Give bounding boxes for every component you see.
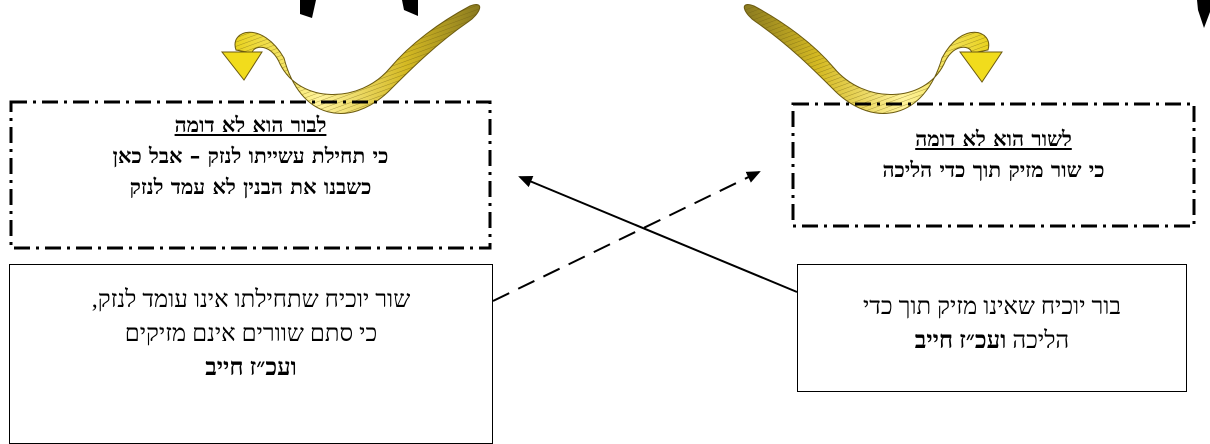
bottom-left-proof-box: שור יוכיח שתחילתו אינו עומד לנזק, כי סתם… (9, 264, 493, 444)
swirl-arrow-right-icon (743, 4, 1003, 114)
left-box-line-1: כי תחילת עשייתו לנזק – אבל כאן (112, 143, 389, 168)
bottom-left-line-1: שור יוכיח שתחילתו אינו עומד לנזק, (91, 287, 411, 313)
bottom-right-line-2-bold: ועכ״ז חייב (914, 328, 1007, 354)
bottom-right-proof-box: בור יוכיח שאינו מזיק תוך כדי הליכה ועכ״ז… (797, 264, 1187, 392)
bottom-left-line-2: כי סתם שוורים אינם מזיקים (124, 321, 378, 347)
right-argument-box: לשור הוא לא דומה כי שור מזיק תוך כדי הלי… (796, 123, 1191, 185)
left-box-border (9, 100, 492, 250)
decor-top-right-glyph (1197, 0, 1210, 28)
bottom-right-line-2-plain: הליכה (1006, 328, 1070, 354)
dashed-arrow-line (492, 171, 761, 302)
left-argument-box: לבור הוא לא דומה כי תחילת עשייתו לנזק – … (14, 109, 487, 202)
bottom-left-line-3: ועכ״ז חייב (205, 355, 297, 381)
bottom-right-line-1: בור יוכיח שאינו מזיק תוך כדי (863, 294, 1121, 320)
solid-arrow-line (518, 176, 798, 293)
decor-top-mid-glyph (402, 0, 418, 16)
bottom-right-line-2: הליכה ועכ״ז חייב (798, 324, 1186, 358)
swirl-arrow-left-icon (220, 4, 481, 114)
right-box-line-1: כי שור מזיק תוך כדי הליכה (882, 157, 1105, 182)
decor-top-left-glyph (300, 0, 316, 18)
left-box-line-2: כשבנו את הבנין לא עמד לנזק (129, 174, 372, 199)
right-box-title: לשור הוא לא דומה (915, 126, 1072, 151)
left-box-title: לבור הוא לא דומה (174, 112, 327, 137)
right-box-border (791, 102, 1196, 228)
